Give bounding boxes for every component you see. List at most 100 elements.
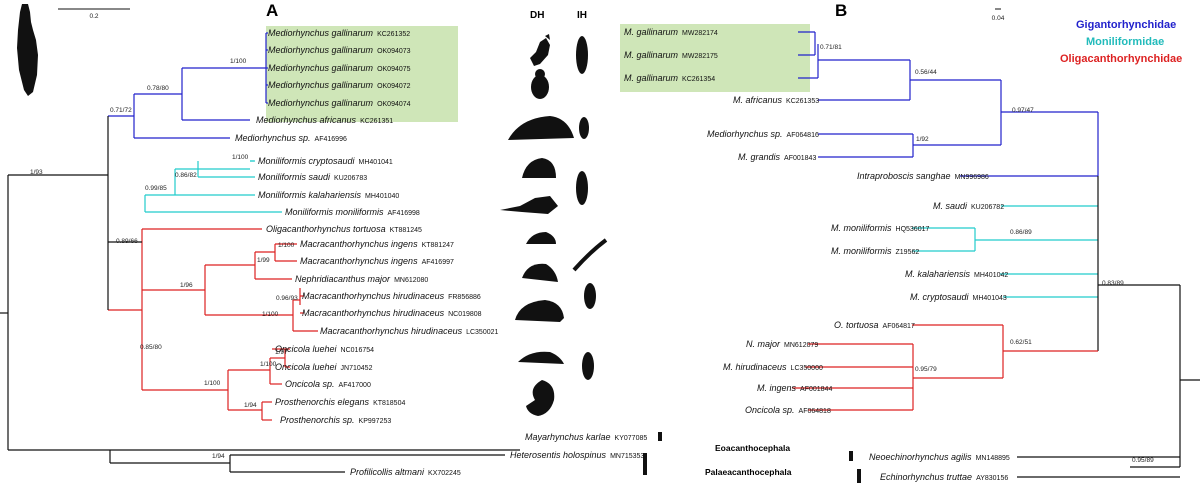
legend-oligacanthorhynchidae: Oligacanthorhynchidae [1060,53,1182,65]
scale-bar-panel-b: 0.04 [992,8,1005,22]
tree-branches-panel-a [0,32,520,473]
header-intermediate-host: IH [577,10,587,21]
support-value: 1/100 [232,154,249,161]
support-value: 0.96/93 [276,295,298,302]
support-value: 1/100 [204,380,221,387]
bird-icon [531,69,549,99]
support-value: 0.71/81 [820,44,842,51]
beetle-icon [579,117,589,139]
support-value: 1/93 [30,169,43,176]
tip-label: Mediorhynchus sp.AF416996 [235,133,347,143]
acanthocephalan-worm-icon [17,4,38,96]
group-label-palaeacanthocephala: Palaeacanthocephala [705,467,792,477]
scale-bar-panel-a: 0.2 [58,8,130,20]
beetle-icon [582,352,594,380]
support-value: 1/100 [278,242,295,249]
chicken-icon [530,34,550,66]
support-value: 1/99 [257,257,270,264]
group-bar-eo-b [849,451,853,461]
tip-label: Oncicola sp.AF417000 [285,379,371,389]
support-value: 1/100 [260,361,277,368]
legend-moniliformidae: Moniliformidae [1086,36,1164,48]
pangolin-icon [508,116,574,140]
support-values-panel-a: 1/1000.78/800.71/721/931/1000.86/820.99/… [30,58,298,460]
boar-icon [515,300,564,322]
support-value: 0.85/80 [140,344,162,351]
mongoose-icon [522,263,558,282]
support-value: 1/94 [244,402,257,409]
tip-label: Oncicola sp.AF064818 [745,405,831,415]
support-values-panel-b: 0.71/81 0.56/44 0.97/47 1/92 0.86/89 0.62/51 0… [820,44,1154,464]
mole-icon [526,232,556,244]
support-value: 1/100 [262,311,279,318]
group-label-eoacanthocephala: Eoacanthocephala [715,443,790,453]
support-value: 0.86/89 [1010,229,1032,236]
millipede-icon [572,238,608,272]
support-value: 0.97/47 [1012,107,1034,114]
monkey-icon [526,380,555,416]
support-value: 0.56/44 [915,69,937,76]
group-bar-eo-a [658,432,662,441]
beetle-icon [584,283,596,309]
legend-gigantorhynchidae: Gigantorhynchidae [1076,19,1176,31]
tip-label: Prosthenorchis sp.KP997253 [280,415,391,425]
support-value: 0.89/66 [116,238,138,245]
header-definitive-host: DH [530,10,544,21]
tree-branches-panel-b [792,31,1200,478]
support-value: 1/100 [230,58,247,65]
support-value: 0.83/89 [1102,280,1124,287]
support-value: 0.78/80 [147,85,169,92]
cockroach-icon [576,171,588,205]
support-value: 0.99/85 [145,185,167,192]
rat-icon [500,196,558,214]
cockroach-icon [576,36,588,74]
support-value: 1/92 [916,136,929,143]
group-bar-palae-b [857,469,861,483]
support-value: 0.71/72 [110,107,132,114]
scale-label-panel-a: 0.2 [89,13,98,20]
support-value: 1/96 [180,282,193,289]
scale-label-panel-b: 0.04 [992,15,1005,22]
support-value: 0.62/51 [1010,339,1032,346]
support-value: 0.95/89 [1132,457,1154,464]
support-value: 1/94 [212,453,225,460]
highlight-box-panel-a [266,26,458,122]
coati-icon [518,351,564,364]
support-value: 0.95/79 [915,366,937,373]
